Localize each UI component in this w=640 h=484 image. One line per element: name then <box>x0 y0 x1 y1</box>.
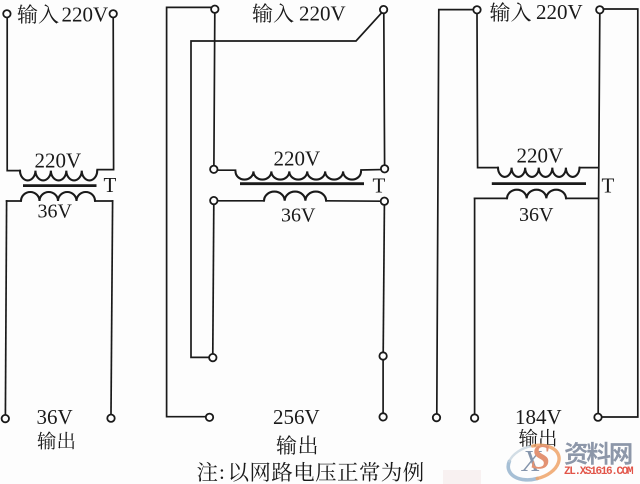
svg-text:184V: 184V <box>515 405 562 429</box>
svg-text:36V: 36V <box>37 405 73 429</box>
svg-text:36V: 36V <box>38 201 73 223</box>
svg-text:X: X <box>520 443 542 478</box>
svg-text:220V: 220V <box>274 147 321 171</box>
svg-text:220V: 220V <box>35 149 82 173</box>
svg-text:T: T <box>373 174 386 198</box>
svg-text:T: T <box>602 174 615 198</box>
svg-text:36V: 36V <box>281 205 316 227</box>
svg-text:36V: 36V <box>519 204 554 226</box>
svg-text:220V: 220V <box>62 3 109 27</box>
svg-text:256V: 256V <box>273 405 320 429</box>
svg-text:S: S <box>531 438 550 477</box>
svg-text:ZL.XS1616.COM: ZL.XS1616.COM <box>564 466 634 478</box>
svg-text::: : <box>219 460 225 484</box>
svg-text:220V: 220V <box>299 2 346 26</box>
svg-text:T: T <box>104 173 117 197</box>
svg-text:220V: 220V <box>517 144 564 168</box>
svg-text:220V: 220V <box>536 0 583 24</box>
